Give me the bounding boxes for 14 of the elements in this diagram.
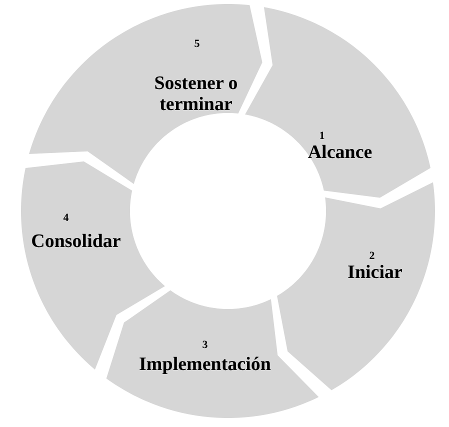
stage-name: Consolidar [31,232,121,253]
stage-number: 1 [319,130,325,142]
cycle-segment [29,4,262,184]
cycle-segment [245,7,430,198]
stage-name: Implementación [139,355,271,376]
cycle-segment [106,290,319,418]
stage-number: 2 [369,250,375,262]
stage-number: 3 [202,339,208,351]
stage-name: Sostener o terminar [153,74,239,116]
stage-number: 4 [63,212,69,224]
stage-number: 5 [194,38,200,50]
stage-name: Alcance [308,143,372,164]
cycle-segment [277,182,435,390]
stage-name: Iniciar [348,263,402,284]
